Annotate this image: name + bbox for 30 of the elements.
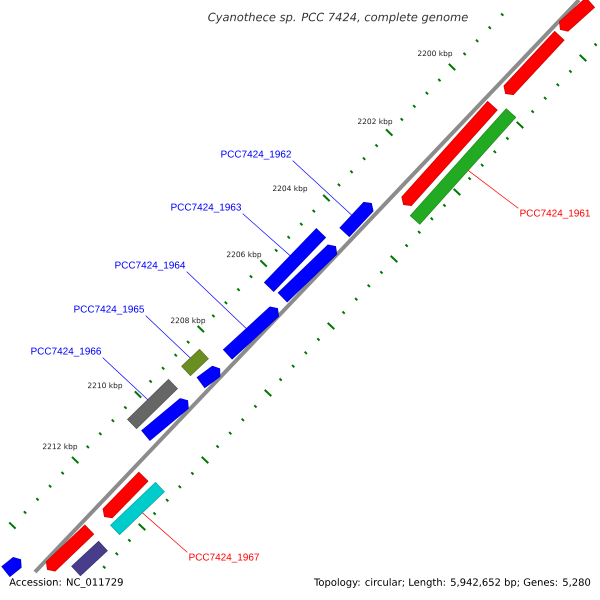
genome-info-text: Topology: circular; Length: 5,942,652 bp; Genes: 5,280 [312,577,592,589]
leader-line [242,213,290,256]
gene-block [559,0,596,32]
gene-label: PCC7424_1962 [221,150,291,160]
gene-block [1,557,22,578]
gene-block [410,108,516,225]
gene-block [141,398,189,441]
leader-line [186,271,247,329]
gene-block [401,100,498,206]
gene-label: PCC7424_1965 [74,306,144,314]
leader-line [468,170,519,209]
gene-block [504,30,565,96]
gene-block [278,244,338,303]
gene-block [181,348,209,376]
gene-label: PCC7424_1961 [520,210,590,218]
leader-line [145,315,191,358]
gene-block [102,472,148,518]
title: Cyanothece sp. PCC 7424, complete genome [208,12,468,24]
gene-label: PCC7424_1963 [171,204,241,212]
gene-label: PCC7424_1967 [189,554,259,562]
gene-block [46,524,94,572]
gene-label: PCC7424_1964 [115,262,186,270]
leader-line [292,160,352,216]
gene-label: PCC7424_1966 [31,348,101,356]
gene-block [71,540,108,576]
leader-line [142,512,188,553]
gene-block [196,366,220,388]
leader-line [102,357,148,400]
accession-text: Accession: NC_011729 [8,577,124,589]
gene-block [222,306,280,360]
